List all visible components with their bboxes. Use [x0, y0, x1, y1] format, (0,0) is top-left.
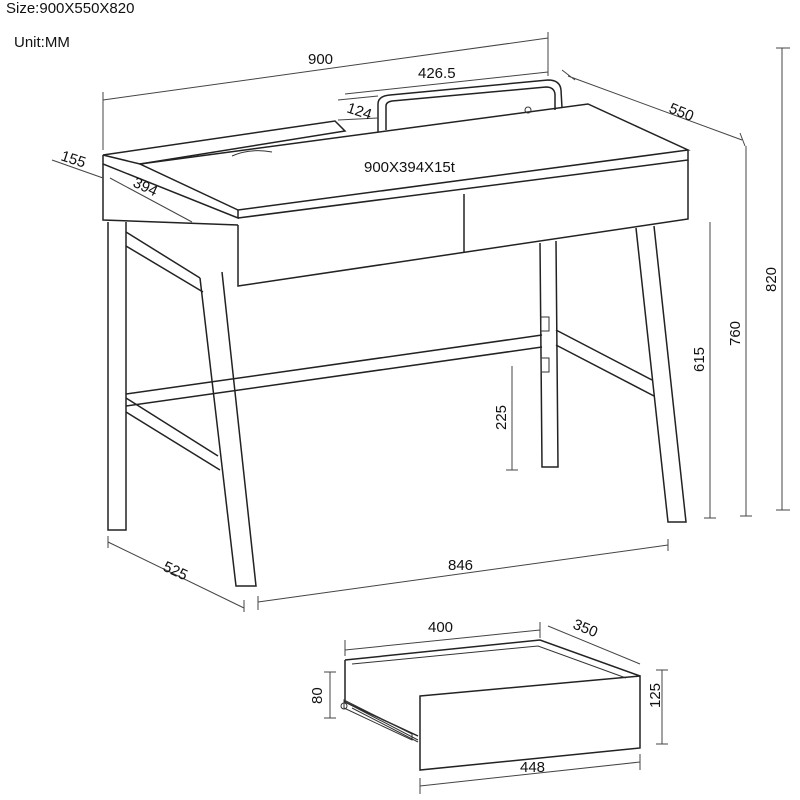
- dim-525: 525: [160, 558, 190, 584]
- panel-size-label: 900X394X15t: [364, 159, 456, 176]
- dim-846: 846: [448, 557, 473, 574]
- dim-drawer-80: 80: [309, 687, 326, 704]
- drawer-detail: [324, 622, 668, 794]
- desk-legs: [107, 222, 687, 587]
- apron-drawers: [237, 160, 689, 287]
- dim-820: 820: [763, 267, 780, 292]
- dim-760: 760: [727, 321, 744, 346]
- size-label: Size:900X550X820: [6, 0, 135, 17]
- dim-900: 900: [308, 51, 333, 68]
- hutch-rail: [377, 79, 563, 132]
- dim-615: 615: [691, 347, 708, 372]
- unit-label: Unit:MM: [14, 34, 70, 51]
- dimension-lines: [51, 32, 790, 612]
- dim-225: 225: [493, 405, 510, 430]
- dim-394: 394: [130, 174, 160, 200]
- dim-426-5: 426.5: [418, 65, 456, 82]
- dim-124: 124: [345, 100, 374, 124]
- dim-155: 155: [59, 148, 88, 172]
- dim-drawer-125: 125: [647, 683, 664, 708]
- dim-drawer-448: 448: [520, 759, 545, 776]
- dim-drawer-400: 400: [428, 619, 453, 636]
